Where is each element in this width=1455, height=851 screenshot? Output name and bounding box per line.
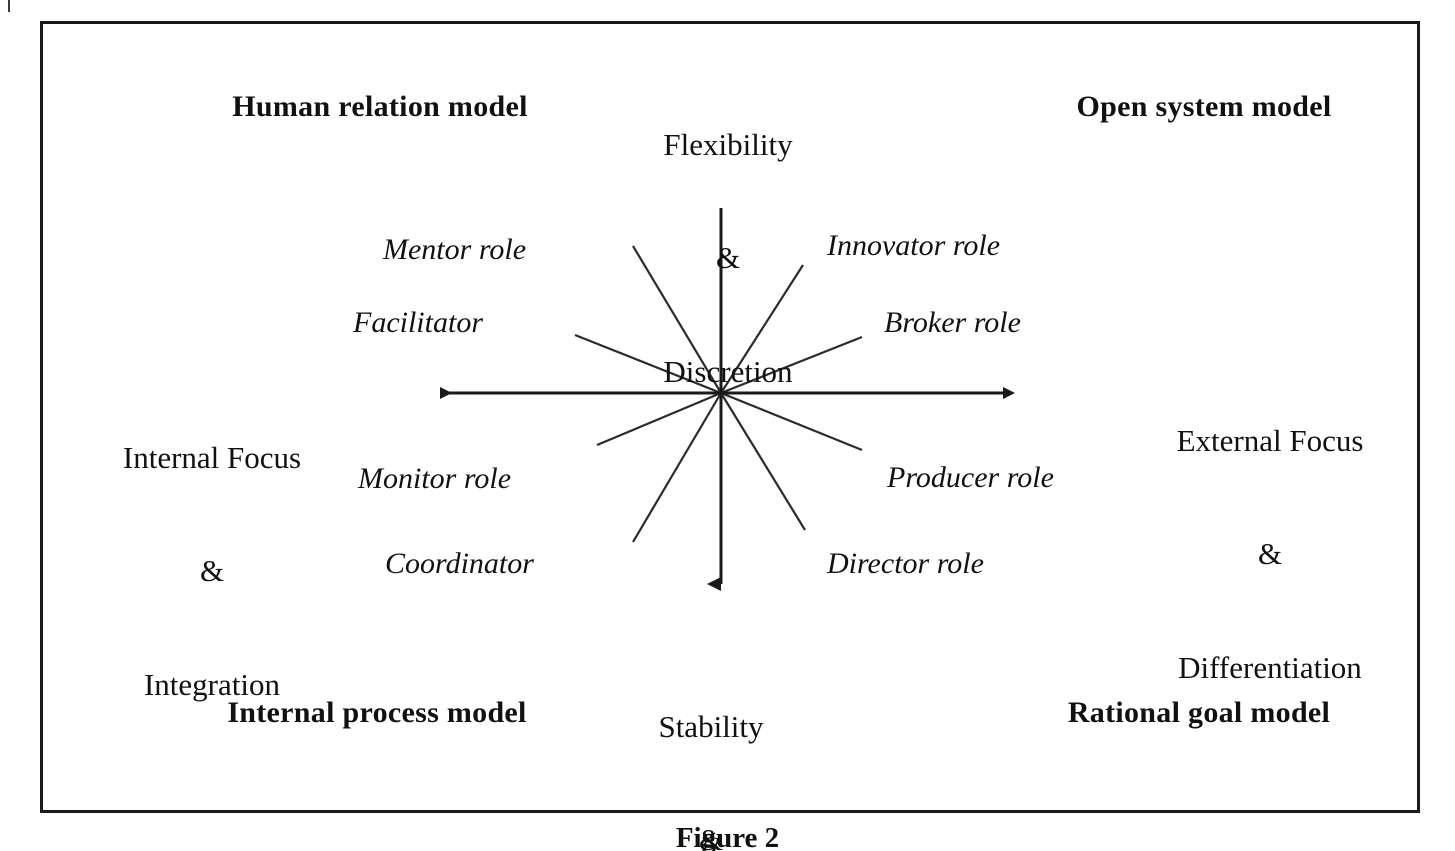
axis-label-left-line2: & [199,553,225,589]
role-label-coordinator: Coordinator [385,547,534,580]
axis-label-top-line2: & [715,240,741,276]
axis-label-bottom-line2: & [698,822,724,851]
role-label-mentor: Mentor role [383,233,527,266]
axis-label-top: Flexibility & Discretion [578,50,878,466]
quadrant-label-rational-goal-model: Rational goal model [1067,696,1331,729]
axis-label-right-line3: Differentiation [1178,649,1362,685]
axis-label-right-line1: External Focus [1176,422,1364,458]
axis-label-bottom-line1: Stability [658,708,764,744]
axis-label-right: External Focus & Differentiation [1100,346,1440,762]
axis-label-top-line3: Discretion [663,353,793,389]
scan-artifact-mark [8,0,10,12]
axis-label-right-line2: & [1257,536,1283,572]
axis-label-left-line1: Internal Focus [122,439,302,475]
axis-label-left-line3: Integration [143,666,280,702]
quadrant-label-open-system-model: Open system model [1076,90,1332,123]
role-label-producer: Producer role [887,461,1054,494]
axis-label-top-line1: Flexibility [663,126,793,162]
axis-label-left: Internal Focus & Integration [47,363,377,779]
quadrant-label-human-relation-model: Human relation model [232,90,528,123]
role-label-monitor: Monitor role [358,462,512,495]
figure-caption: Figure 2 [675,822,780,851]
quadrant-label-internal-process-model: Internal process model [227,696,527,729]
role-label-broker: Broker role [884,306,1021,339]
role-label-innovator: Innovator role [827,229,1001,262]
role-label-facilitator: Facilitator [353,306,483,339]
axis-label-bottom: Stability & Control [561,632,861,851]
role-label-director: Director role [827,547,984,580]
